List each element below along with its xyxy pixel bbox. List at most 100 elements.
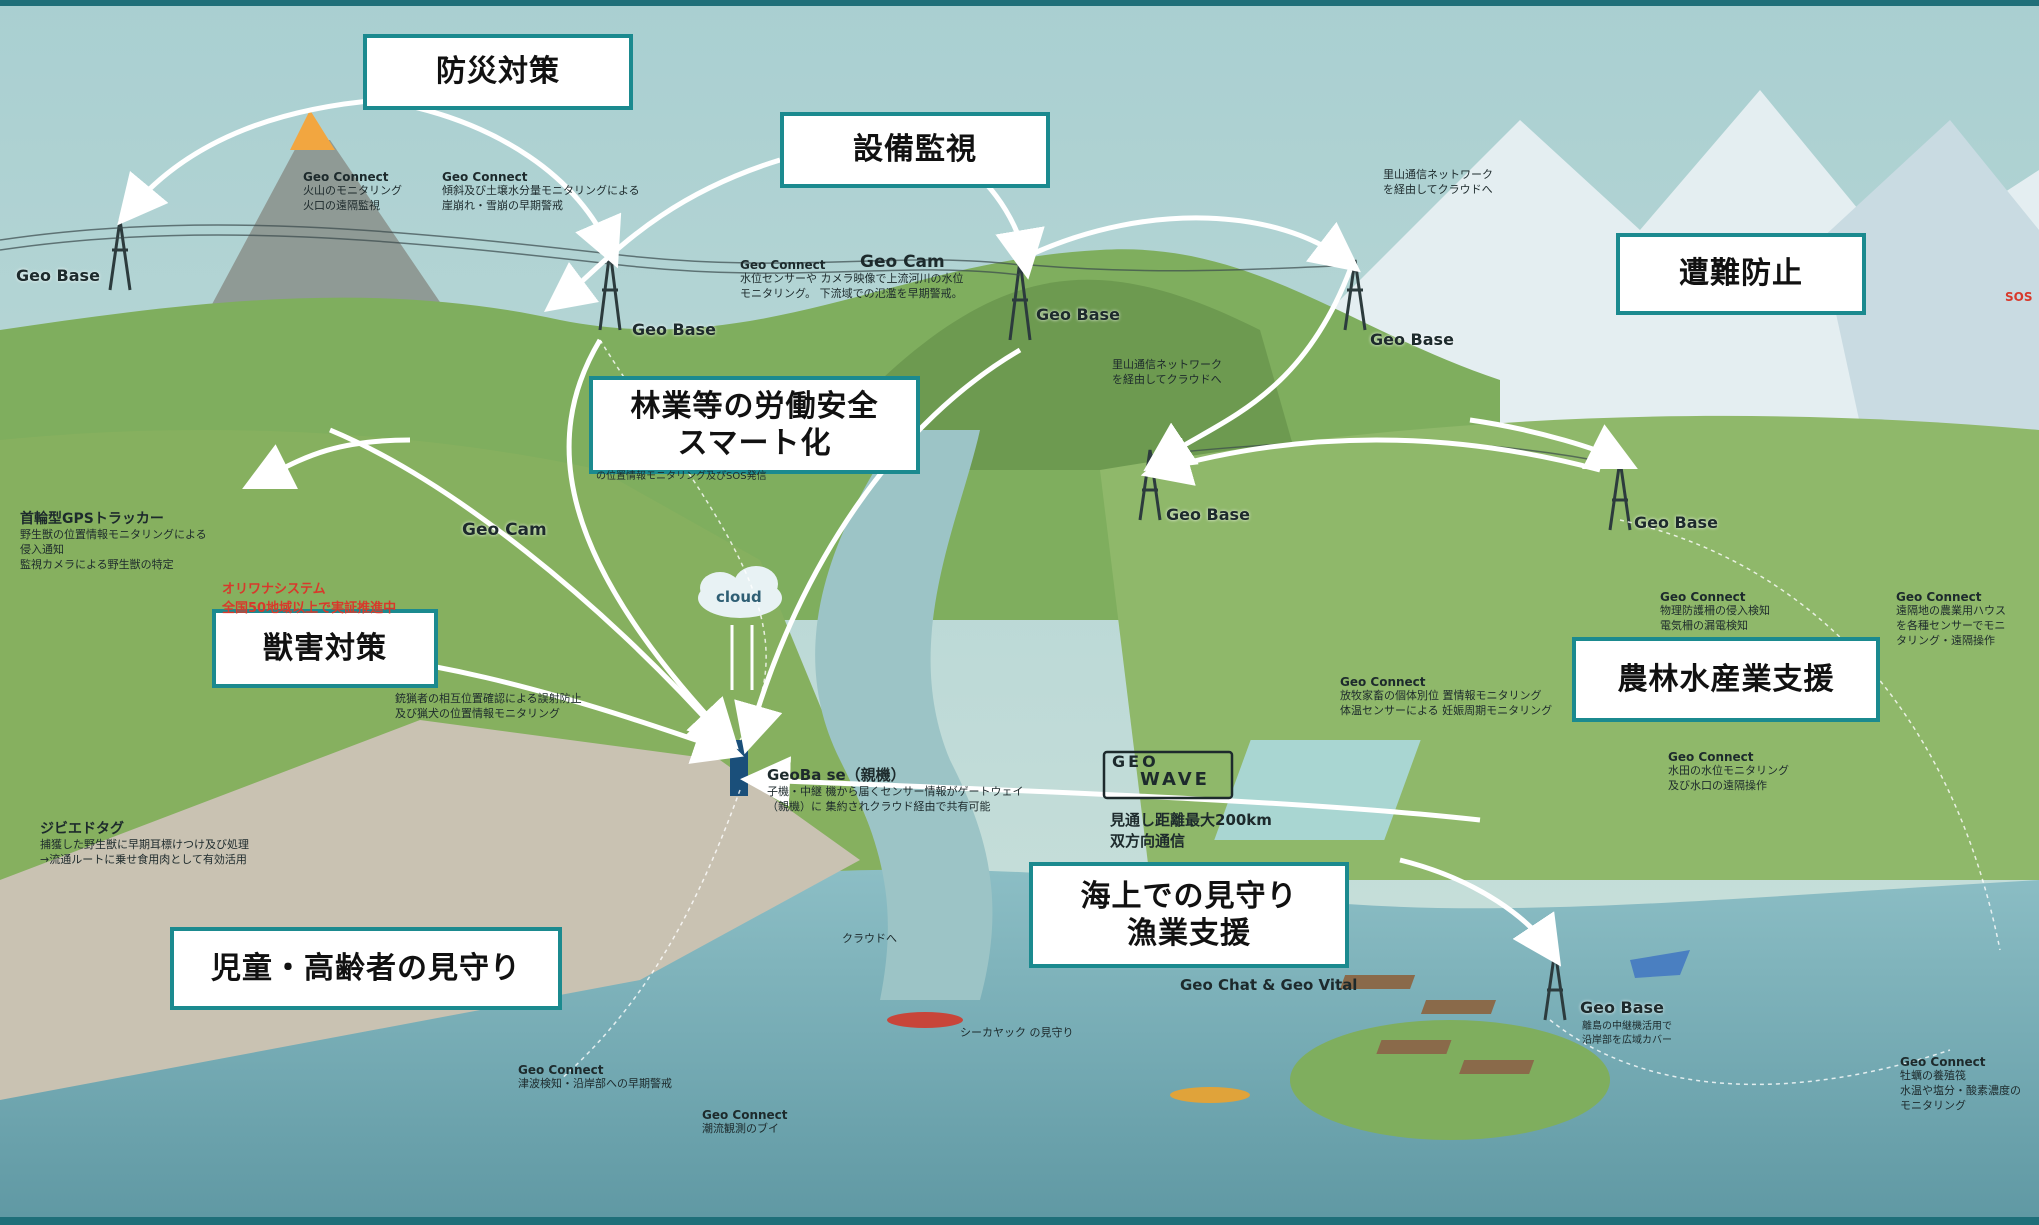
connect-farm-title: Geo Connect xyxy=(1340,675,1426,689)
connect-paddy-title: Geo Connect xyxy=(1668,750,1754,764)
connect-oyster-line2: 水温や塩分・酸素濃度の xyxy=(1900,1083,2021,1097)
paddy-field xyxy=(1214,740,1421,840)
volcano-eruption xyxy=(290,110,335,150)
dotted-links xyxy=(559,339,2001,1086)
connect-buoy: Geo Connect 潮流観測のブイ xyxy=(702,1108,788,1137)
geobase-main: GeoBa se（親機） 子機・中継 機から届くセンサー情報がゲートウェイ （親… xyxy=(767,764,1024,815)
geobase-main-line1: 子機・中継 機から届くセンサー情報がゲートウェイ xyxy=(767,785,1024,798)
gps-tracker: 首輪型GPSトラッカー 野生獣の位置情報モニタリングによる 侵入通知 監視カメラ… xyxy=(20,508,207,573)
frame-top xyxy=(0,0,2039,6)
geobase-label-mid-right: Geo Base xyxy=(1036,305,1120,324)
connect-river-line2: モニタリング。 下流域での氾濫を早期警戒。 xyxy=(740,286,963,300)
category-kids-label: 児童・高齢者の見守り xyxy=(211,950,521,986)
category-forestry: 林業等の労働安全 スマート化 xyxy=(589,376,920,474)
network-upper-line2: を経由してクラウドへ xyxy=(1383,182,1493,196)
connect-fence-title: Geo Connect xyxy=(1660,590,1746,604)
geobase-label-left: Geo Base xyxy=(16,266,100,285)
connect-slope: Geo Connect 傾斜及び土壌水分量モニタリングによる 崖崩れ・雪崩の早期… xyxy=(442,170,640,214)
geobase-coast-desc: 離島の中継機活用で 沿岸部を広域カバー xyxy=(1582,1020,1672,1047)
geobase-main-line2: （親機）に 集約されクラウド経由で共有可能 xyxy=(767,799,991,813)
jibie-line2: →流通ルートに乗せ食用肉として有効活用 xyxy=(40,852,247,866)
geowave-desc: 見通し距離最大200km 双方向通信 xyxy=(1110,810,1272,852)
geowave-logo: GEO WAVE xyxy=(1112,753,1210,790)
geowave-logo-bottom: WAVE xyxy=(1140,768,1210,790)
geowave-logo-frame xyxy=(1102,750,1234,800)
hunter-line1: 銃猟者の相互位置確認による誤射防止 xyxy=(395,692,582,705)
geocam-label-lower: Geo Cam xyxy=(462,520,547,540)
category-disaster: 防災対策 xyxy=(363,34,633,110)
hunter-desc: 銃猟者の相互位置確認による誤射防止 及び猟犬の位置情報モニタリング xyxy=(395,692,582,722)
geobase-coast-desc-line1: 離島の中継機活用で xyxy=(1582,1021,1672,1032)
snow-peak xyxy=(1820,120,2039,470)
cloud-label: cloud xyxy=(716,588,762,606)
gps-line2: 侵入通知 xyxy=(20,542,64,556)
gps-title: 首輪型GPSトラッカー xyxy=(20,511,164,527)
kayak-red xyxy=(887,1012,963,1028)
connect-volcano: Geo Connect 火山のモニタリング 火口の遠隔監視 xyxy=(303,170,402,214)
geobase-label-center: Geo Base xyxy=(632,320,716,339)
river xyxy=(815,430,993,1000)
connect-oyster-title: Geo Connect xyxy=(1900,1055,1986,1069)
category-sea-line2: 漁業支援 xyxy=(1127,916,1251,951)
cloud-link-arrows xyxy=(730,625,754,690)
category-kids: 児童・高齢者の見守り xyxy=(170,927,562,1010)
connect-oyster-line1: 牡蠣の養殖筏 xyxy=(1900,1069,1966,1082)
network-mid: 里山通信ネットワーク を経由してクラウドへ xyxy=(1112,358,1222,388)
connect-tsunami: Geo Connect 津波検知・沿岸部への早期警戒 xyxy=(518,1063,672,1092)
frame-bottom xyxy=(0,1217,2039,1225)
category-rescue-label: 遭難防止 xyxy=(1679,256,1803,292)
oriwana-system: オリワナシステム 全国50地域以上で実証推進中 xyxy=(222,578,396,616)
connect-buoy-title: Geo Connect xyxy=(702,1108,788,1122)
cloud-icon xyxy=(698,566,782,618)
category-rescue: 遭難防止 xyxy=(1616,233,1866,315)
data-flow-arrows xyxy=(117,97,1638,967)
connect-volcano-line2: 火口の遠隔監視 xyxy=(303,198,380,212)
connect-river-title: Geo Connect xyxy=(740,258,826,272)
connect-buoy-line1: 潮流観測のブイ xyxy=(702,1122,779,1135)
connect-green-line3: タリング・遠隔操作 xyxy=(1896,633,1995,647)
category-facility: 設備監視 xyxy=(780,112,1050,188)
connect-volcano-title: Geo Connect xyxy=(303,170,389,184)
kayak-label: シーカヤック の見守り xyxy=(960,1026,1074,1039)
category-wildlife: 獣害対策 xyxy=(212,609,438,688)
connect-farm: Geo Connect 放牧家畜の個体別位 置情報モニタリング 体温センサーによ… xyxy=(1340,675,1552,719)
forestry-desc: の位置情報モニタリング及びSOS発信 xyxy=(596,471,767,482)
jibie-tag: ジビエドタグ 捕獲した野生獣に早期耳標けつけ及び処理 →流通ルートに乗せ食用肉と… xyxy=(40,818,249,868)
geowave-line2: 双方向通信 xyxy=(1110,832,1186,850)
oriwana-line2: 全国50地域以上で実証推進中 xyxy=(222,601,397,616)
connect-paddy-line2: 及び水口の遠隔操作 xyxy=(1668,778,1767,792)
category-sea: 海上での見守り 漁業支援 xyxy=(1029,862,1349,968)
oriwana-line1: オリワナシステム xyxy=(222,582,326,597)
jibie-title: ジビエドタグ xyxy=(40,821,124,837)
hunter-line2: 及び猟犬の位置情報モニタリング xyxy=(395,706,560,720)
category-sea-line1: 海上での見守り xyxy=(1080,878,1298,914)
network-upper: 里山通信ネットワーク を経由してクラウドへ xyxy=(1383,168,1493,198)
gps-line3: 監視カメラによる野生獣の特定 xyxy=(20,557,174,571)
connect-farm-line2: 体温センサーによる 妊娠周期モニタリング xyxy=(1340,703,1553,717)
connect-slope-line2: 崖崩れ・雪崩の早期警戒 xyxy=(442,198,563,212)
gps-line1: 野生獣の位置情報モニタリングによる xyxy=(20,528,207,541)
connect-greenhouse: Geo Connect 遠隔地の農業用ハウス を各種センサーでモニ タリング・遠… xyxy=(1896,590,2006,649)
oyster-rafts xyxy=(1340,975,1535,1074)
connect-farm-line1: 放牧家畜の個体別位 置情報モニタリング xyxy=(1340,689,1542,702)
category-agri-label: 農林水産業支援 xyxy=(1617,661,1835,697)
category-forestry-line1: 林業等の労働安全 xyxy=(630,388,879,424)
sos-label: SOS xyxy=(2005,290,2033,304)
connect-paddy: Geo Connect 水田の水位モニタリング 及び水口の遠隔操作 xyxy=(1668,750,1789,794)
geowave-line1: 見通し距離最大200km xyxy=(1110,811,1272,829)
connect-fence: Geo Connect 物理防護柵の侵入検知 電気柵の漏電検知 xyxy=(1660,590,1770,634)
island xyxy=(1290,1020,1610,1140)
to-cloud-label: クラウドへ xyxy=(842,932,897,945)
connect-tsunami-title: Geo Connect xyxy=(518,1063,604,1077)
geobase-coast-desc-line2: 沿岸部を広域カバー xyxy=(1582,1034,1672,1046)
network-mid-line2: を経由してクラウドへ xyxy=(1112,372,1222,386)
geobase-label-valley-left: Geo Base xyxy=(1166,505,1250,524)
connect-tsunami-line1: 津波検知・沿岸部への早期警戒 xyxy=(518,1077,672,1090)
connect-paddy-line1: 水田の水位モニタリング xyxy=(1668,764,1789,777)
connect-slope-line1: 傾斜及び土壌水分量モニタリングによる xyxy=(442,184,640,197)
mid-hill xyxy=(860,279,1300,470)
geobase-label-coast: Geo Base xyxy=(1580,998,1664,1017)
jibie-line1: 捕獲した野生獣に早期耳標けつけ及び処理 xyxy=(40,838,249,851)
connect-oyster-line3: モニタリング xyxy=(1900,1098,1966,1112)
connect-fence-line2: 電気柵の漏電検知 xyxy=(1660,618,1748,632)
